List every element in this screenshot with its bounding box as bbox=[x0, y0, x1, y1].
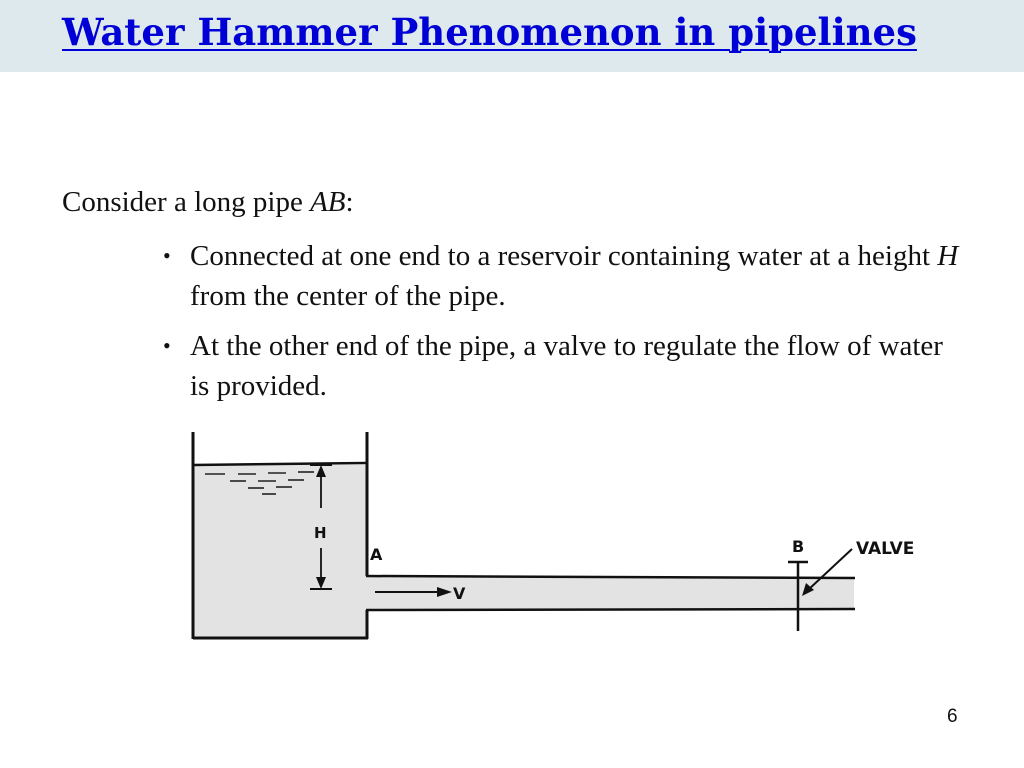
pipe-bottom-wall bbox=[365, 607, 856, 612]
intro-prefix: Consider a long pipe bbox=[62, 186, 311, 218]
valve-label: VALVE bbox=[856, 539, 914, 559]
page-title: Water Hammer Phenomenon in pipelines bbox=[62, 10, 917, 54]
height-arrow-down-icon bbox=[316, 577, 326, 589]
valve-pointer-line bbox=[807, 548, 853, 591]
height-label: H bbox=[314, 524, 327, 542]
bullet-item: • At the other end of the pipe, a valve t… bbox=[163, 326, 963, 406]
title-bar: Water Hammer Phenomenon in pipelines bbox=[0, 0, 1024, 72]
point-b-label: B bbox=[792, 537, 804, 556]
point-a-label: A bbox=[370, 545, 383, 564]
water-ripples bbox=[205, 471, 314, 495]
water-surface bbox=[192, 461, 367, 467]
intro-suffix: : bbox=[345, 186, 354, 218]
bullet-text-pre: At the other end of the pipe, a valve to… bbox=[190, 330, 943, 402]
page-number: 6 bbox=[947, 706, 958, 727]
bullet-text-pre: Connected at one end to a reservoir cont… bbox=[190, 240, 938, 272]
bullet-dot-icon: • bbox=[163, 243, 171, 268]
intro-variable: AB bbox=[310, 186, 346, 218]
bullet-item: • Connected at one end to a reservoir con… bbox=[163, 236, 963, 316]
bullet-text-post: from the center of the pipe. bbox=[190, 280, 506, 312]
velocity-label: V bbox=[453, 584, 466, 603]
bullet-text-var: H bbox=[937, 240, 959, 272]
bullet-list: • Connected at one end to a reservoir con… bbox=[163, 236, 963, 416]
height-arrow-up-icon bbox=[316, 465, 326, 477]
intro-text: Consider a long pipe AB: bbox=[62, 186, 354, 219]
velocity-arrow-icon bbox=[437, 587, 452, 597]
reservoir-water bbox=[193, 465, 366, 637]
valve-pointer-arrow-icon bbox=[802, 583, 814, 596]
bullet-dot-icon: • bbox=[163, 333, 171, 358]
pipe-top-wall bbox=[365, 574, 856, 580]
